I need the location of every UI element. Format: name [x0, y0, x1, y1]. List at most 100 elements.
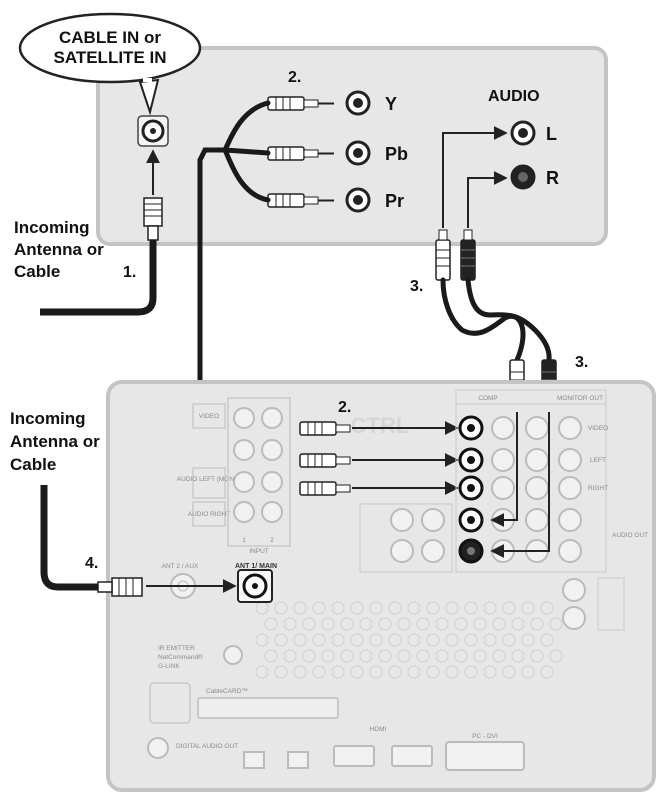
vent-hole — [530, 649, 544, 663]
rca-plug-bottom-2 — [299, 453, 351, 468]
vent-hole — [302, 649, 316, 663]
right-jack-box — [597, 577, 625, 631]
incoming-cable-bottom — [40, 485, 98, 591]
vent-hole — [388, 665, 402, 679]
vent-hole — [416, 617, 430, 631]
coax-connector-top — [143, 197, 163, 241]
vent-hole — [416, 649, 430, 663]
vent-hole — [540, 633, 554, 647]
vent-hole — [483, 633, 497, 647]
cablecard-slot — [197, 697, 339, 719]
vent-hole — [359, 617, 373, 631]
callout-line2: SATELLITE IN — [53, 48, 166, 67]
dvi-port — [445, 741, 525, 771]
vent-hole — [483, 601, 497, 615]
video-right-label: VIDEO — [588, 425, 608, 432]
cablecard-label: CableCARD™ — [206, 688, 248, 695]
incoming-cable-top — [40, 240, 157, 316]
audio-right-label: AUDIO RIGHT — [188, 511, 231, 518]
vent-hole — [445, 601, 459, 615]
monitor-out-label: MONITOR OUT — [557, 395, 603, 402]
ir-jack — [223, 645, 243, 665]
rca-plug-bottom-1 — [299, 421, 351, 436]
vent-hole — [454, 649, 468, 663]
vent-hole — [369, 633, 383, 647]
audio-cable — [440, 277, 552, 363]
ant1-jack — [237, 569, 273, 603]
vent-hole — [293, 665, 307, 679]
vent-hole — [293, 633, 307, 647]
vent-hole — [549, 649, 563, 663]
hdmi-port-1 — [333, 745, 375, 767]
vent-hole — [492, 649, 506, 663]
label-y: Y — [385, 94, 397, 114]
vent-hole — [274, 601, 288, 615]
input-num-2: 2 — [270, 537, 274, 544]
netcommand-label: NetCommand® — [158, 653, 203, 661]
vent-hole — [464, 633, 478, 647]
component-jack-pb — [345, 140, 371, 166]
right-right-label: RIGHT — [588, 485, 608, 492]
label-pr: Pr — [385, 191, 404, 211]
audio-left-label: AUDIO LEFT (MONO) — [177, 476, 242, 483]
cable-in-callout: CABLE IN or SATELLITE IN — [18, 12, 202, 116]
input-label: INPUT — [249, 548, 269, 555]
vent-hole — [312, 633, 326, 647]
vent-hole — [340, 617, 354, 631]
vent-hole — [454, 617, 468, 631]
vent-hole — [274, 665, 288, 679]
vent-hole — [397, 617, 411, 631]
incoming-top-line2: Antenna or — [14, 240, 104, 259]
vent-hole — [435, 649, 449, 663]
ant1-label: ANT 1/ MAIN — [235, 563, 277, 570]
component-jack-grid: COMP MONITOR OUT VIDEO LEFT RIGHT AUDIO … — [455, 389, 648, 573]
vent-hole — [521, 633, 535, 647]
vent-hole — [502, 665, 516, 679]
vent-hole — [274, 633, 288, 647]
port-a — [243, 751, 265, 769]
label-audio-r: R — [546, 168, 559, 188]
audio-jack-r — [510, 164, 536, 190]
vent-hole — [407, 601, 421, 615]
coax-connector-bottom — [97, 577, 143, 597]
port-b — [287, 751, 309, 769]
vent-hole — [331, 601, 345, 615]
ant2-label: ANT 2 / AUX — [162, 563, 199, 570]
step-4-label: 4. — [85, 555, 98, 572]
vent-hole — [426, 633, 440, 647]
vent-hole — [445, 665, 459, 679]
incoming-top-line1: Incoming — [14, 218, 90, 237]
arrow-audio-l — [442, 126, 508, 228]
vent-hole — [445, 633, 459, 647]
step-3-right-label: 3. — [575, 354, 588, 371]
arrow-audio-r — [467, 171, 508, 228]
vent-hole — [312, 601, 326, 615]
vent-hole — [549, 617, 563, 631]
vent-hole — [407, 665, 421, 679]
audio-out-label: AUDIO OUT — [612, 532, 648, 539]
callout-line1: CABLE IN or — [59, 28, 161, 47]
vent-hole — [350, 665, 364, 679]
vent-hole — [435, 617, 449, 631]
digital-audio-label: DIGITAL AUDIO OUT — [176, 743, 238, 750]
vent-hole — [502, 601, 516, 615]
rca-plug-bottom-3 — [299, 481, 351, 496]
vent-hole — [492, 617, 506, 631]
brand-watermark: CTRL — [351, 413, 410, 438]
vent-hole — [473, 649, 487, 663]
audio-title: AUDIO — [488, 88, 540, 105]
step-1-label: 1. — [123, 264, 136, 281]
hdmi-port-2 — [391, 745, 433, 767]
vent-hole — [521, 601, 535, 615]
vent-hole — [255, 665, 269, 679]
vent-hole — [388, 601, 402, 615]
component-jack-pr — [345, 187, 371, 213]
vent-hole — [359, 649, 373, 663]
vent-hole — [388, 633, 402, 647]
step-3-left-label: 3. — [410, 278, 423, 295]
incoming-bottom-line2: Antenna or — [10, 432, 100, 451]
vent-hole — [511, 649, 525, 663]
ventilation-pattern — [255, 601, 563, 679]
right-jack-2 — [562, 606, 586, 630]
